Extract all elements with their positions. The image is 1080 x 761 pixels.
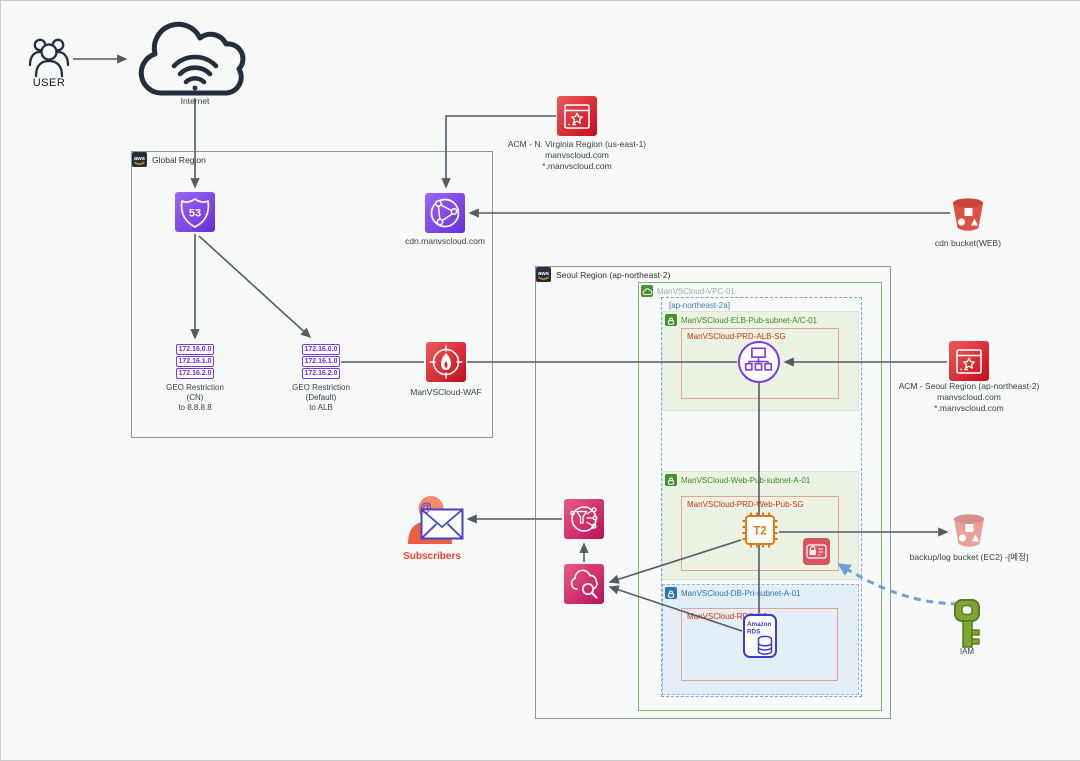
ip-entry: 172.16.1.0 (302, 356, 340, 367)
connector-route53-to-geo-default (198, 235, 312, 339)
ec2-chip-glyph: T2 (742, 512, 778, 548)
subscribers-glyph: @ (408, 496, 464, 544)
acm-seoul-label: ACM - Seoul Region (ap-northeast-2) manv… (898, 381, 1040, 413)
availability-zone-box[interactable]: [ap-northeast-2a] (661, 297, 862, 697)
svg-text:Amazon: Amazon (747, 621, 772, 628)
waf-label: ManVSCloud-WAF (410, 387, 482, 397)
connector-rds-to-cloudwatch (608, 585, 743, 632)
svg-text:aws: aws (538, 271, 549, 277)
alb-icon[interactable] (738, 341, 780, 383)
connector-ec2-to-cloudwatch (608, 539, 742, 584)
public-subnet-lock-icon (665, 474, 677, 486)
seoul-region-box[interactable]: aws Seoul Region (ap-northeast-2) (535, 266, 891, 719)
geo-restriction-default-label: GEO Restriction (Default) to ALB (292, 383, 350, 412)
ip-entry: 172.16.0.0 (176, 344, 214, 355)
geo-restriction-default-list[interactable]: 172.16.0.0 172.16.1.0 172.16.2.0 (302, 344, 342, 380)
user-icon[interactable] (27, 35, 71, 84)
geo-restriction-cn-list[interactable]: 172.16.0.0 172.16.1.0 172.16.2.0 (176, 344, 216, 380)
cloudfront-icon[interactable] (425, 193, 465, 233)
vpc-icon (641, 285, 653, 297)
global-region-box[interactable]: aws Global Region (131, 151, 493, 438)
user-glyph (28, 38, 70, 78)
elb-subnet-header: ManVSCloud-ELB-Pub-subnet-A/C-01 (665, 314, 817, 326)
seoul-region-label: Seoul Region (ap-northeast-2) (556, 270, 671, 280)
alb-security-group-label: ManVSCloud-PRD-ALB-SG (687, 332, 786, 341)
aws-logo-icon: aws (132, 152, 147, 167)
waf-glyph (429, 345, 463, 379)
seoul-region-header: aws Seoul Region (ap-northeast-2) (536, 267, 670, 282)
global-region-header: aws Global Region (132, 152, 206, 167)
ip-entry: 172.16.0.0 (302, 344, 340, 355)
cloudfront-glyph (430, 198, 460, 228)
cdn-bucket-icon[interactable] (951, 197, 985, 240)
s3-bucket-glyph (953, 198, 983, 231)
rds-security-group-label: ManVSCloud-RDS-SG (687, 612, 768, 621)
web-security-group-box[interactable]: ManVSCloud-PRD-Web-Pub-SG (681, 496, 839, 571)
rds-glyph: Amazon RDS (743, 614, 777, 658)
cloudwatch-glyph (570, 569, 598, 599)
user-label: USER (32, 77, 66, 89)
db-subnet-label: ManVSCloud-DB-Pri-subnet-A-01 (681, 588, 801, 598)
db-subnet-header: ManVSCloud-DB-Pri-subnet-A-01 (665, 587, 801, 599)
acm-seoul-icon[interactable] (949, 341, 989, 381)
alb-security-group-box[interactable]: ManVSCloud-PRD-ALB-SG (681, 328, 839, 399)
svg-text:RDS: RDS (747, 629, 760, 636)
vpc-box[interactable]: ManVSCloud-VPC-01 (638, 282, 882, 711)
ip-entry: 172.16.2.0 (176, 368, 214, 379)
aws-logo-glyph: aws (134, 156, 145, 165)
alb-glyph (744, 347, 773, 371)
elb-subnet-label: ManVSCloud-ELB-Pub-subnet-A/C-01 (681, 315, 818, 325)
web-subnet-header: ManVSCloud-Web-Pub-subnet-A-01 (665, 474, 810, 486)
subscribers-icon[interactable]: @ (404, 494, 466, 549)
iam-key-icon[interactable] (951, 598, 983, 655)
acm-nvirginia-label: ACM - N. Virginia Region (us-east-1) man… (507, 139, 647, 171)
svg-text:T2: T2 (753, 526, 766, 538)
route53-icon[interactable]: 53 (175, 192, 215, 232)
internet-label: Internet (180, 96, 210, 106)
backup-bucket-label: backup/log bucket (EC2) -[예정] (909, 552, 1029, 562)
web-subnet-label: ManVSCloud-Web-Pub-subnet-A-01 (681, 475, 811, 485)
certificate-glyph (564, 104, 590, 129)
vpc-header: ManVSCloud-VPC-01 (641, 285, 735, 297)
availability-zone-label: [ap-northeast-2a] (669, 301, 730, 310)
iam-key-glyph (954, 599, 980, 648)
cloudwatch-icon[interactable] (564, 564, 604, 604)
rds-icon[interactable]: Amazon RDS (743, 614, 777, 663)
svg-text:53: 53 (189, 208, 201, 220)
global-region-label: Global Region (152, 155, 206, 165)
connector-iam-to-instance-role (837, 563, 959, 606)
svg-text:aws: aws (134, 156, 145, 162)
internet-cloud-icon[interactable] (131, 9, 259, 108)
geo-restriction-cn-label: GEO Restriction (CN) to 8.8.8.8 (166, 383, 224, 412)
private-subnet-lock-icon (665, 587, 677, 599)
svg-text:@: @ (420, 500, 432, 514)
vpc-label: ManVSCloud-VPC-01 (657, 286, 735, 296)
acm-nvirginia-icon[interactable] (557, 96, 597, 136)
connector-acm-nva-to-cloudfront (441, 115, 556, 189)
ec2-instance-icon[interactable]: T2 (742, 512, 778, 553)
route53-glyph: 53 (180, 198, 210, 228)
iam-label: IAM (959, 647, 975, 656)
ip-entry: 172.16.1.0 (176, 356, 214, 367)
aws-logo-icon: aws (536, 267, 551, 282)
cloudfront-label: cdn.manvscloud.com (405, 236, 485, 246)
backup-bucket-icon[interactable] (952, 513, 986, 556)
cdn-bucket-label: cdn bucket(WEB) (934, 238, 1002, 248)
iam-role-glyph (806, 544, 827, 559)
public-subnet-lock-icon (665, 314, 677, 326)
internet-cloud-glyph (138, 21, 246, 96)
web-security-group-label: ManVSCloud-PRD-Web-Pub-SG (687, 500, 804, 509)
ip-entry: 172.16.2.0 (302, 368, 340, 379)
subscribers-label: Subscribers (403, 551, 461, 562)
iam-role-icon[interactable] (803, 538, 830, 565)
s3-bucket-glyph (954, 514, 984, 547)
sns-icon[interactable] (564, 499, 604, 539)
certificate-glyph (956, 349, 982, 374)
waf-icon[interactable] (426, 342, 466, 382)
aws-logo-glyph: aws (538, 271, 549, 280)
sns-glyph (570, 506, 598, 532)
